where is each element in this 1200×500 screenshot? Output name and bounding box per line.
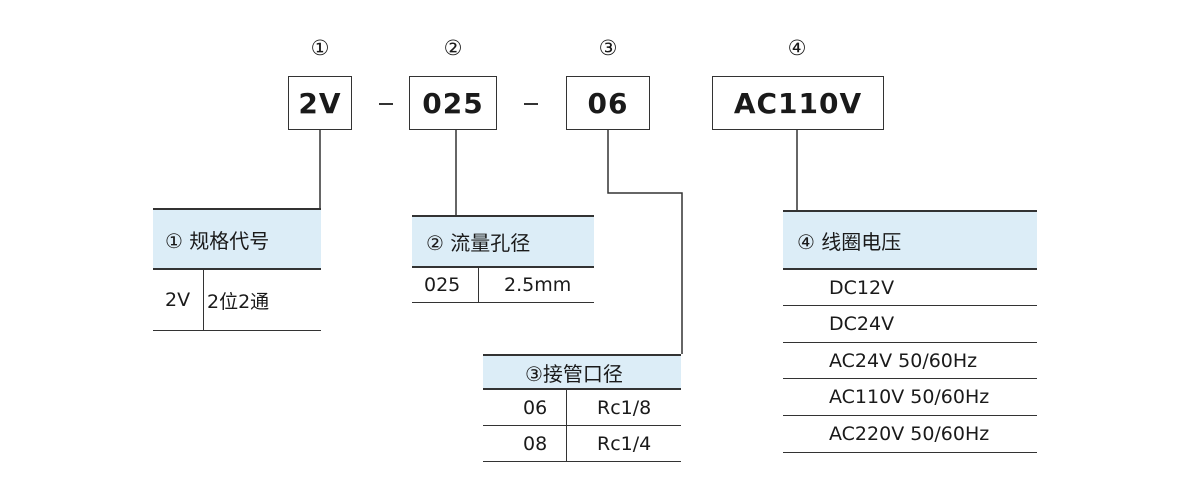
- voltage-table-row: DC12V: [783, 270, 1037, 306]
- voltage-value: AC110V 50/60Hz: [829, 386, 990, 408]
- orifice-table-row: 025 2.5mm: [412, 268, 594, 303]
- port-table-header: ③接管口径: [483, 354, 681, 390]
- code-box-spec: 2V: [288, 76, 352, 130]
- separator-dash-2: [524, 103, 538, 105]
- voltage-value: DC24V: [829, 313, 895, 335]
- orifice-table-title: ② 流量孔径: [426, 231, 531, 255]
- port-value: Rc1/4: [597, 432, 652, 455]
- voltage-table-header: ④ 线圈电压: [783, 210, 1037, 270]
- spec-code: 2V: [165, 289, 191, 311]
- port-code: 08: [523, 432, 548, 455]
- port-table-row: 08 Rc1/4: [483, 426, 681, 462]
- voltage-table-row: AC110V 50/60Hz: [783, 379, 1037, 416]
- voltage-table-row: DC24V: [783, 306, 1037, 343]
- voltage-value: AC220V 50/60Hz: [829, 423, 990, 445]
- marker-2: ②: [443, 36, 463, 60]
- code-box-orifice: 025: [409, 76, 497, 130]
- port-table-title: ③接管口径: [525, 361, 623, 386]
- orifice-value: 2.5mm: [504, 274, 572, 296]
- spec-value: 2位2通: [207, 290, 270, 313]
- orifice-table-header: ② 流量孔径: [412, 215, 594, 268]
- voltage-value: DC12V: [829, 276, 895, 299]
- port-col-divider: [566, 426, 567, 461]
- separator-dash-1: [379, 103, 393, 105]
- code-box-port: 06: [566, 76, 650, 130]
- marker-4: ④: [787, 36, 807, 60]
- voltage-table-row: AC24V 50/60Hz: [783, 343, 1037, 379]
- spec-table-title: ① 规格代号: [165, 228, 270, 253]
- voltage-value: AC24V 50/60Hz: [829, 349, 978, 372]
- port-col-divider: [566, 390, 567, 425]
- marker-3: ③: [598, 36, 618, 60]
- voltage-table-row: AC220V 50/60Hz: [783, 416, 1037, 453]
- port-value: Rc1/8: [597, 396, 652, 419]
- code-box-voltage: AC110V: [712, 76, 884, 130]
- connector-3: [607, 130, 683, 354]
- orifice-col-divider: [478, 268, 479, 302]
- spec-table-header: ① 规格代号: [153, 208, 321, 270]
- spec-table-row: 2V 2位2通: [153, 270, 321, 331]
- marker-1: ①: [310, 36, 330, 60]
- port-table-row: 06 Rc1/8: [483, 390, 681, 426]
- spec-col-divider: [203, 270, 204, 330]
- port-code: 06: [523, 396, 548, 419]
- orifice-code: 025: [424, 274, 461, 296]
- voltage-table-title: ④ 线圈电压: [797, 229, 902, 254]
